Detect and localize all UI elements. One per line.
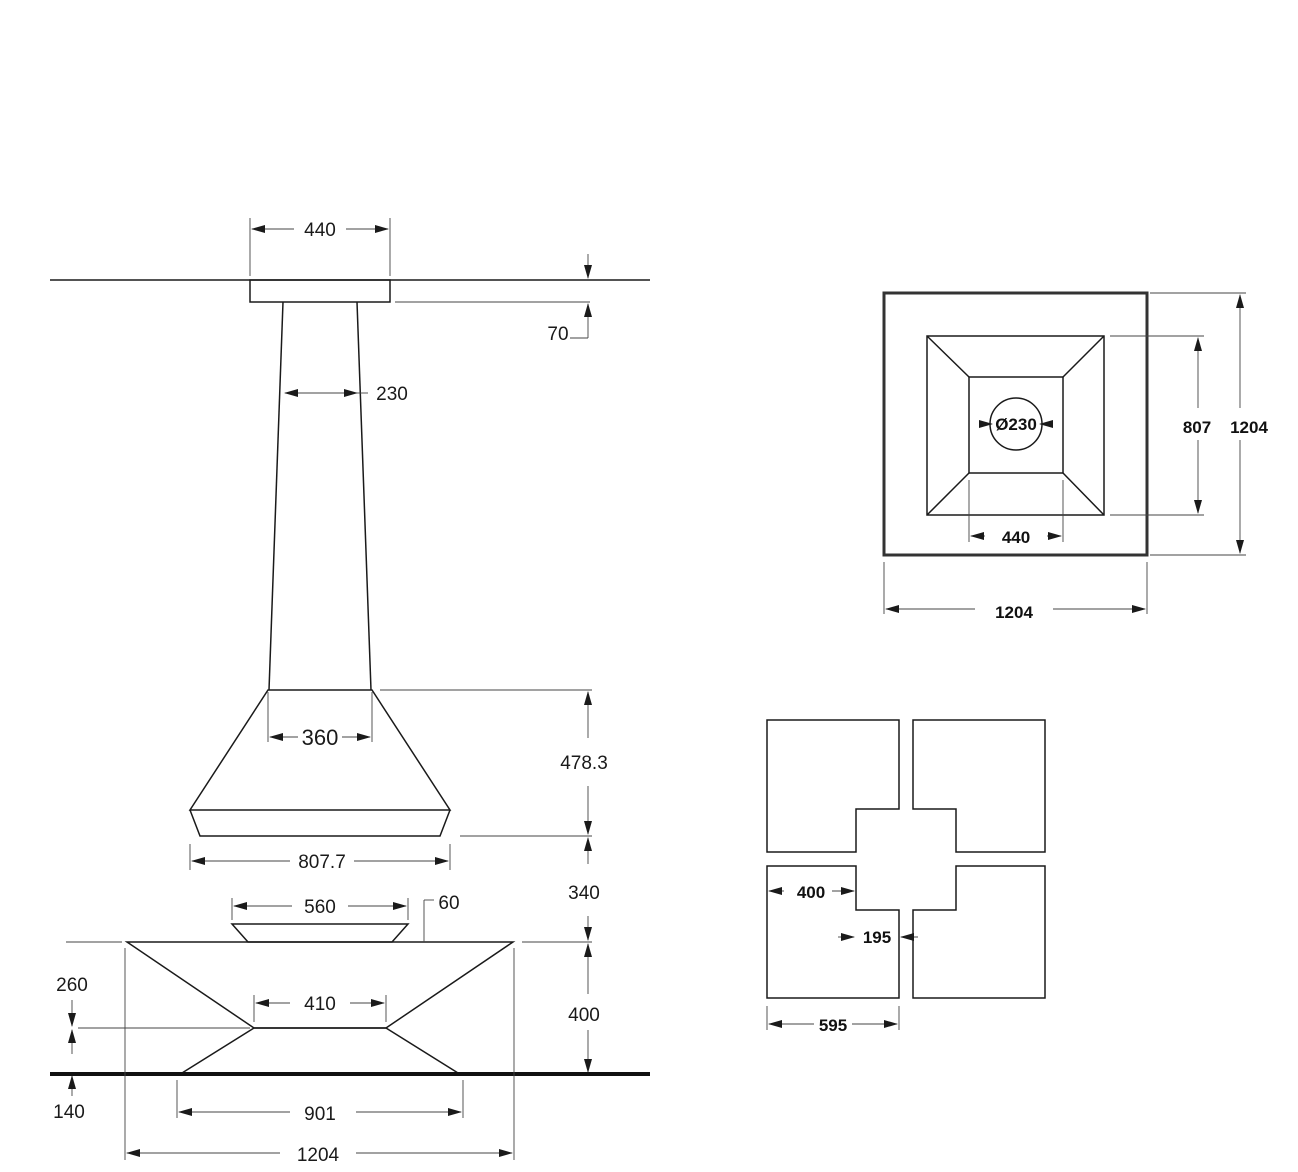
dim-overall-height-top: 1204 <box>1230 418 1268 437</box>
dim-plate-width: 595 <box>819 1016 847 1035</box>
dim-center-opening: 195 <box>863 928 891 947</box>
plate-top-right <box>912 719 1046 853</box>
dim-gap-height: 340 <box>568 883 600 904</box>
dim-fire-bowl-height: 60 <box>438 893 459 914</box>
hood <box>188 689 452 811</box>
dim-overall-width-top: 1204 <box>995 603 1033 622</box>
flue-left-edge <box>268 301 284 691</box>
hood-square <box>926 335 1105 516</box>
top-view: Ø230 440 807 1204 1204 <box>882 291 1268 622</box>
fire-bowl <box>230 923 410 943</box>
dim-hood-bottom-width: 807.7 <box>298 852 346 873</box>
flue-right-edge <box>356 301 372 691</box>
plate-top-left <box>766 719 900 853</box>
inner-square <box>968 376 1064 474</box>
dim-flue-diameter-top: Ø230 <box>995 415 1037 434</box>
dim-hood-square: 807 <box>1183 418 1211 437</box>
ceiling-collar <box>249 279 391 303</box>
stand-upper <box>124 941 516 1029</box>
dim-flue-diameter: 230 <box>376 384 408 405</box>
plate-bottom-left <box>766 865 900 999</box>
plate-bottom-right <box>912 865 1046 999</box>
dim-base-width: 901 <box>304 1104 336 1125</box>
dim-collar-width: 440 <box>304 220 336 241</box>
outer-square <box>882 291 1149 557</box>
dim-collar-height: 70 <box>547 324 568 345</box>
dim-body-height: 400 <box>568 1005 600 1026</box>
dim-base-height: 140 <box>53 1102 85 1123</box>
dim-fire-bowl-width: 560 <box>304 897 336 918</box>
stand-lower <box>179 1027 461 1074</box>
dim-notch-width: 400 <box>797 883 825 902</box>
dim-overall-width: 1204 <box>297 1145 340 1166</box>
floor-plates: 400 195 595 <box>766 719 1046 1035</box>
elevation-view: 440 70 230 360 478.3 807.7 340 <box>50 218 650 1166</box>
hood-skirt <box>189 809 451 837</box>
dim-upper-body-height: 260 <box>56 975 88 996</box>
dim-hood-top-width: 360 <box>302 725 339 750</box>
dim-inner-square: 440 <box>1002 528 1030 547</box>
dim-waist-width: 410 <box>304 994 336 1015</box>
dim-hood-height: 478.3 <box>560 753 608 774</box>
